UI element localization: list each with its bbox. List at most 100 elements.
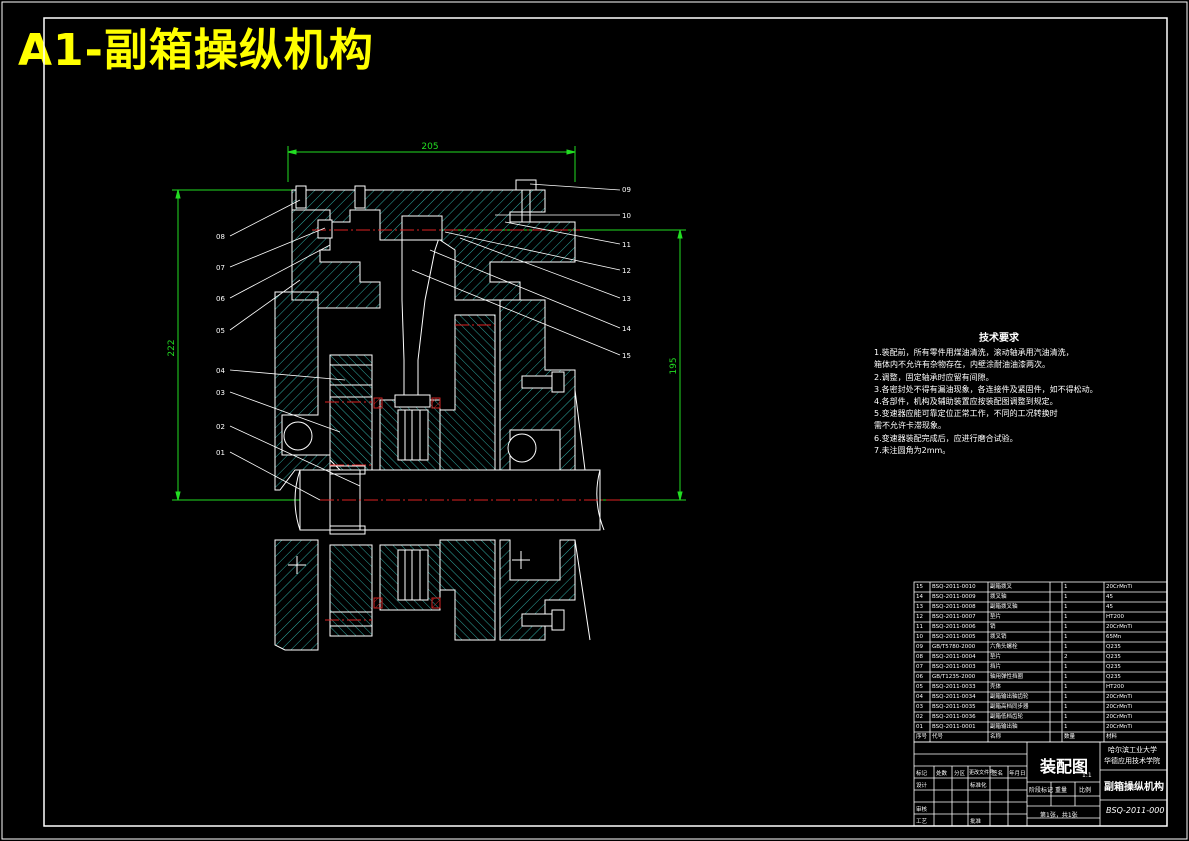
bom-cell: 序号 bbox=[916, 734, 928, 740]
bom-cell: 08 bbox=[916, 654, 923, 660]
part-label: 15 bbox=[622, 352, 631, 360]
shift-fork bbox=[401, 234, 441, 396]
label-approve: 批准 bbox=[970, 819, 982, 825]
note-line: 3.各密封处不得有漏油现象，各连接件及紧固件，如不得松动。 bbox=[874, 384, 1098, 394]
bom-cell: 06 bbox=[916, 674, 923, 680]
sheet-info: 第1张，共1张 bbox=[1040, 812, 1078, 819]
bom-cell: 副箱低档齿轮 bbox=[990, 714, 1024, 720]
center-hub-lower bbox=[439, 539, 496, 641]
note-line: 6.变速器装配完成后，应进行磨合试验。 bbox=[874, 433, 1018, 443]
bom-cell: HT200 bbox=[1106, 684, 1124, 690]
bom-cell: 副箱拨叉 bbox=[990, 584, 1013, 590]
label-count: 处数 bbox=[936, 771, 948, 777]
bom-cell: 1 bbox=[1064, 674, 1068, 680]
part-label: 02 bbox=[216, 423, 225, 431]
label-weight: 重量 bbox=[1055, 787, 1068, 794]
bom-cell: 1 bbox=[1064, 714, 1068, 720]
bom-cell: 1 bbox=[1064, 624, 1068, 630]
bom-cell: 副箱高档同步器 bbox=[990, 704, 1029, 710]
bom-cell: 六角头螺栓 bbox=[990, 644, 1018, 650]
bom-cell: 1 bbox=[1064, 584, 1068, 590]
bom-cell: 副箱输出轴 bbox=[990, 724, 1018, 730]
bom-cell: HT200 bbox=[1106, 614, 1124, 620]
bom-cell: 45 bbox=[1106, 604, 1113, 610]
note-line: 2.调整，固定轴承时应留有间隙。 bbox=[874, 372, 994, 382]
bom-cell: BSQ-2011-0034 bbox=[932, 694, 976, 700]
part-label: 09 bbox=[622, 186, 631, 194]
note-line: 需不允许卡滞现象。 bbox=[874, 421, 946, 431]
bom-cell: Q235 bbox=[1106, 654, 1121, 660]
dimension-205 bbox=[287, 146, 576, 182]
label-change: 更改文件号 bbox=[969, 770, 995, 776]
label-ratio: 比例 bbox=[1079, 787, 1092, 794]
bom-cell: BSQ-2011-0035 bbox=[932, 704, 976, 710]
bom-cell: GB/T5780-2000 bbox=[932, 644, 976, 650]
scale-value: 1:1 bbox=[1082, 772, 1092, 779]
bom-cell: Q235 bbox=[1106, 644, 1121, 650]
bom-cell: 09 bbox=[916, 644, 923, 650]
bom-cell: 07 bbox=[916, 664, 923, 670]
bom-cell: BSQ-2011-0004 bbox=[932, 654, 976, 660]
bearing-ball-left bbox=[283, 421, 313, 451]
bom-cell: 1 bbox=[1064, 614, 1068, 620]
label-mark: 标记 bbox=[916, 771, 928, 777]
bom-cell: 垫片 bbox=[990, 654, 1002, 660]
bom-cell: 20CrMnTi bbox=[1106, 724, 1133, 730]
bom-cell: 20CrMnTi bbox=[1106, 704, 1133, 710]
bom-cell: BSQ-2011-0008 bbox=[932, 604, 976, 610]
dimension-222 bbox=[172, 189, 300, 501]
bolt-head bbox=[515, 179, 537, 191]
bom-cell: BSQ-2011-0003 bbox=[932, 664, 976, 670]
note-line: 1.装配前，所有零件用煤油清洗，滚动轴承用汽油清洗， bbox=[874, 348, 1074, 358]
left-housing bbox=[274, 291, 331, 491]
dim-195-label: 195 bbox=[669, 357, 679, 374]
label-review: 审核 bbox=[916, 807, 928, 813]
bom-cell: 20CrMnTi bbox=[1106, 714, 1133, 720]
bom-cell: 14 bbox=[916, 594, 923, 600]
bearing-ball-right bbox=[507, 433, 537, 463]
note-line: 7.未注圆角为2mm。 bbox=[874, 445, 951, 455]
fork-pin-block bbox=[401, 215, 443, 241]
center-hub bbox=[439, 314, 496, 471]
bom-cell: 材料 bbox=[1106, 734, 1118, 740]
part-label: 07 bbox=[216, 264, 225, 272]
part-label: 01 bbox=[216, 449, 225, 457]
retaining-ring bbox=[329, 465, 366, 475]
shaft-break-left bbox=[294, 469, 301, 531]
low-gear bbox=[329, 354, 373, 471]
bom-cell: 数量 bbox=[1064, 734, 1076, 740]
bom-cell: 代号 bbox=[932, 734, 944, 740]
bom-cell: Q235 bbox=[1106, 664, 1121, 670]
bom-cell: GB/T1235-2000 bbox=[932, 674, 976, 680]
label-date: 年月日 bbox=[1009, 771, 1026, 777]
label-design: 设计 bbox=[916, 783, 928, 789]
bom-cell: 名称 bbox=[990, 734, 1002, 740]
bom-cell: 1 bbox=[1064, 604, 1068, 610]
bom-cell: BSQ-2011-0009 bbox=[932, 594, 976, 600]
part-label: 06 bbox=[216, 295, 225, 303]
bom-cell: 04 bbox=[916, 694, 923, 700]
bom-cell: 拨叉轴 bbox=[990, 594, 1007, 600]
dim-222-label: 222 bbox=[167, 339, 177, 356]
bom-cell: 2 bbox=[1064, 654, 1068, 660]
bom-cell: 12 bbox=[916, 614, 923, 620]
bom-cell: 1 bbox=[1064, 704, 1068, 710]
centerlines bbox=[312, 229, 620, 621]
part-label: 14 bbox=[622, 325, 631, 333]
bom-cell: 01 bbox=[916, 724, 923, 730]
part-labels-left: 08 07 06 05 04 03 02 01 bbox=[216, 233, 225, 457]
school-line1: 哈尔滨工业大学 bbox=[1108, 746, 1157, 754]
bom-cell: 1 bbox=[1064, 644, 1068, 650]
bom-cell: 1 bbox=[1064, 664, 1068, 670]
bom-cell: 20CrMnTi bbox=[1106, 694, 1133, 700]
note-line: 4.各部件，机构及辅助装置应按装配图调整到规定。 bbox=[874, 397, 1058, 407]
part-label: 03 bbox=[216, 389, 225, 397]
title-block-grid bbox=[913, 741, 1168, 827]
bom-cell: 销 bbox=[990, 624, 996, 630]
label-sign: 签名 bbox=[992, 771, 1004, 777]
part-label: 12 bbox=[622, 267, 631, 275]
low-gear-lower bbox=[329, 544, 373, 637]
bom-cell: 垫片 bbox=[990, 614, 1002, 620]
bom-cell: 挡片 bbox=[990, 664, 1002, 670]
